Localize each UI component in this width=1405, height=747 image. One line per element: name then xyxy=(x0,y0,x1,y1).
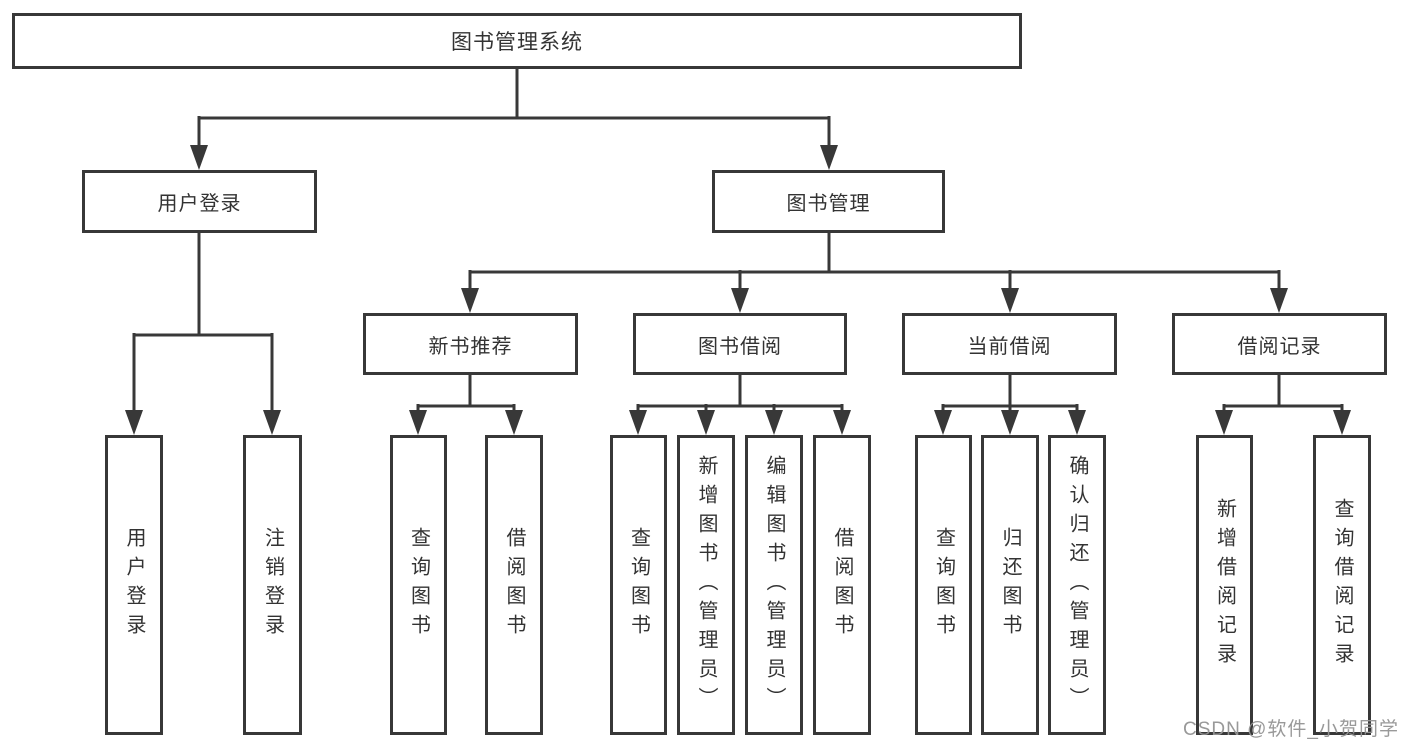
node-label: 借阅图书 xyxy=(831,527,853,643)
node-current-borrowing: 当前借阅 xyxy=(902,313,1117,375)
leaf-borrow-books-1: 借阅图书 xyxy=(485,435,543,735)
leaf-logout: 注销登录 xyxy=(243,435,302,735)
node-label: 用户登录 xyxy=(123,527,145,643)
node-label: 查询借阅记录 xyxy=(1331,498,1353,672)
leaf-borrow-books-2: 借阅图书 xyxy=(813,435,871,735)
node-label: 借阅记录 xyxy=(1237,335,1322,358)
node-label: 归还图书 xyxy=(999,527,1021,643)
leaf-query-borrow-record: 查询借阅记录 xyxy=(1313,435,1371,735)
node-new-book-recommend: 新书推荐 xyxy=(363,313,578,375)
leaf-add-borrow-record: 新增借阅记录 xyxy=(1196,435,1253,735)
node-label: 新增图书（管理员） xyxy=(695,454,717,716)
node-borrowing-records: 借阅记录 xyxy=(1172,313,1387,375)
node-label: 注销登录 xyxy=(261,527,284,643)
csdn-watermark: CSDN @软件_小贺同学 xyxy=(1183,719,1399,740)
leaf-query-books-3: 查询图书 xyxy=(915,435,972,735)
node-label: 新书推荐 xyxy=(428,335,513,358)
node-label: 查询图书 xyxy=(407,527,430,643)
node-label: 查询图书 xyxy=(932,527,955,643)
node-user-login: 用户登录 xyxy=(82,170,317,233)
node-book-management: 图书管理 xyxy=(712,170,945,233)
node-book-borrowing: 图书借阅 xyxy=(633,313,847,375)
leaf-confirm-return-admin: 确认归还（管理员） xyxy=(1048,435,1106,735)
leaf-add-books-admin: 新增图书（管理员） xyxy=(677,435,735,735)
node-label: 借阅图书 xyxy=(503,527,525,643)
leaf-query-books-1: 查询图书 xyxy=(390,435,447,735)
node-label: 用户登录 xyxy=(157,193,242,215)
leaf-edit-books-admin: 编辑图书（管理员） xyxy=(745,435,803,735)
node-library-system: 图书管理系统 xyxy=(12,13,1022,69)
leaf-query-books-2: 查询图书 xyxy=(610,435,667,735)
node-label: 确认归还（管理员） xyxy=(1066,454,1088,716)
node-label: 编辑图书（管理员） xyxy=(763,454,785,716)
leaf-user-login: 用户登录 xyxy=(105,435,163,735)
node-label: 查询图书 xyxy=(627,527,650,643)
node-label: 图书管理系统 xyxy=(451,31,583,54)
node-label: 图书借阅 xyxy=(698,335,782,358)
leaf-return-books: 归还图书 xyxy=(981,435,1039,735)
node-label: 新增借阅记录 xyxy=(1213,498,1236,672)
node-label: 图书管理 xyxy=(786,193,871,215)
node-label: 当前借阅 xyxy=(967,335,1052,358)
